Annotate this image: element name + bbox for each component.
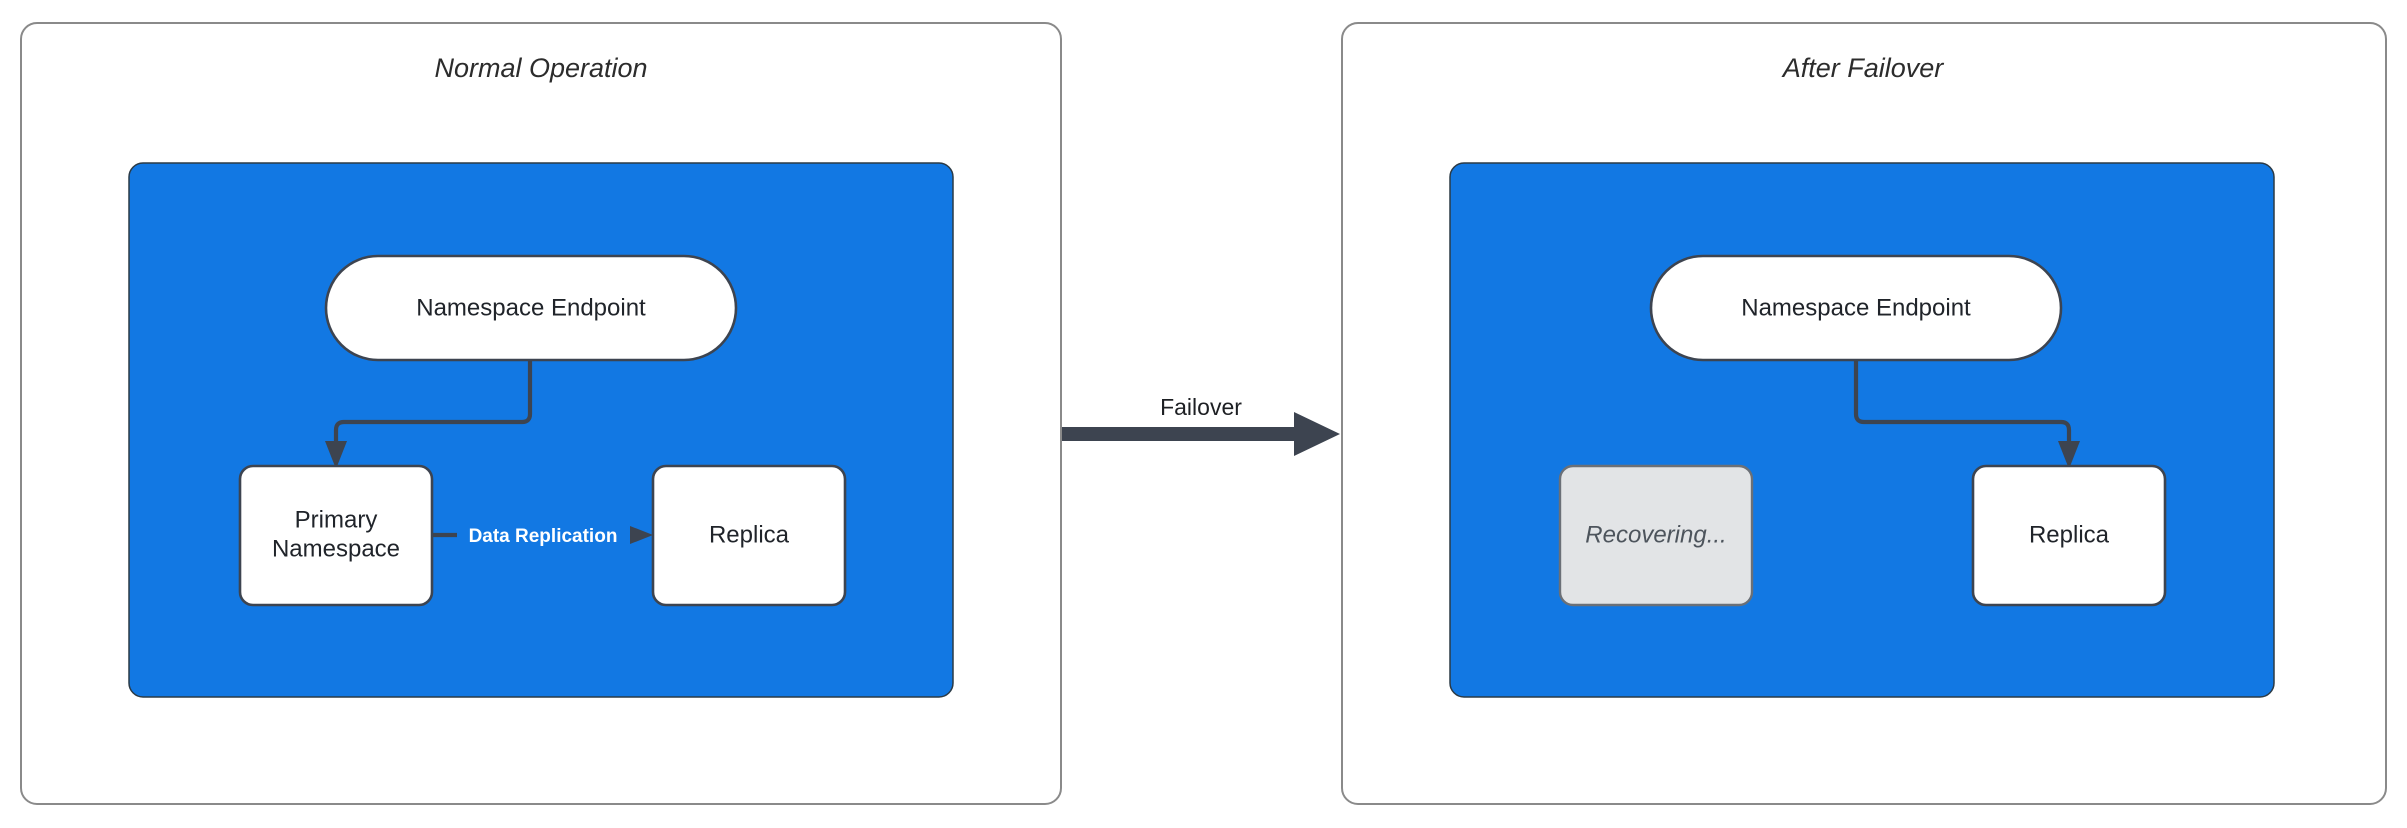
failover-transition-arrow	[1062, 412, 1340, 456]
edge-label-backdrop-data-replication	[457, 522, 630, 549]
zone-region-left	[128, 162, 954, 698]
node-endpoint-left[interactable]: Namespace Endpoint	[324, 254, 738, 362]
node-endpoint-right-label: Namespace Endpoint	[1741, 294, 1971, 321]
edge-primary-to-replica: Data Replication	[432, 522, 653, 549]
node-recovering[interactable]: Recovering...	[1558, 464, 1754, 607]
node-recovering-label: Recovering...	[1585, 521, 1726, 548]
edge-endpoint-to-primary-path	[333, 360, 533, 452]
node-replica-left-label: Replica	[709, 521, 790, 548]
edge-endpoint-to-replica	[1853, 360, 2080, 469]
panel-normal-operation: Normal Operation Data Replication Namesp…	[20, 22, 1062, 805]
node-endpoint-right[interactable]: Namespace Endpoint	[1649, 254, 2063, 362]
failover-transition-label: Failover	[1160, 394, 1242, 420]
zone-region-right	[1449, 162, 2275, 698]
edge-endpoint-to-primary	[325, 360, 533, 469]
node-primary-namespace-label-line2: Namespace	[272, 535, 400, 562]
node-primary-namespace[interactable]: Primary Namespace	[238, 464, 434, 607]
node-primary-namespace-label-line1: Primary	[295, 506, 378, 533]
panel-title-right: After Failover	[1781, 53, 1945, 83]
edge-endpoint-to-replica-path	[1853, 360, 2072, 452]
node-recovering-shape[interactable]	[1558, 464, 1754, 607]
node-replica-left-shape[interactable]	[651, 464, 847, 607]
node-primary-namespace-shape[interactable]	[238, 464, 434, 607]
node-replica-right[interactable]: Replica	[1971, 464, 2167, 607]
panel-after-failover: After Failover Namespace Endpoint Recove…	[1341, 22, 2387, 805]
node-endpoint-left-shape[interactable]	[324, 254, 738, 362]
node-replica-left[interactable]: Replica	[651, 464, 847, 607]
edge-primary-to-replica-arrowhead	[625, 524, 653, 546]
panel-title-left: Normal Operation	[434, 53, 647, 83]
edge-endpoint-to-replica-arrowhead	[2058, 441, 2080, 469]
node-endpoint-right-shape[interactable]	[1649, 254, 2063, 362]
failover-transition: Failover	[1062, 394, 1340, 456]
edge-endpoint-to-primary-arrowhead	[325, 441, 347, 469]
node-endpoint-left-label: Namespace Endpoint	[416, 294, 646, 321]
edge-label-data-replication: Data Replication	[469, 526, 618, 547]
node-replica-right-label: Replica	[2029, 521, 2110, 548]
node-replica-right-shape[interactable]	[1971, 464, 2167, 607]
